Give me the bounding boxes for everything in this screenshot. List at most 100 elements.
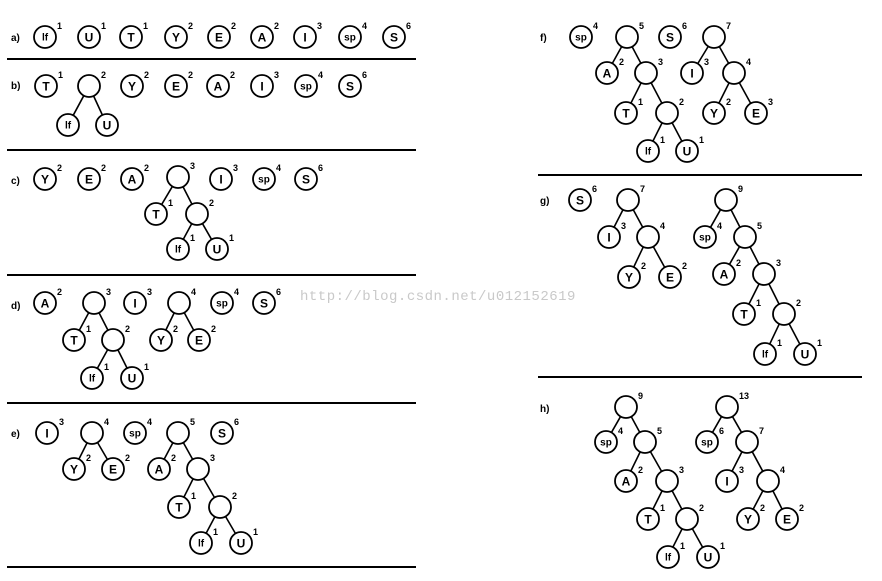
internal-node [675,507,699,531]
node-weight: 2 [57,163,62,173]
tree-edge [183,478,194,498]
node-weight: 5 [657,426,662,436]
node-weight: 5 [757,221,762,231]
tree-edge [649,451,663,472]
leaf-node [695,430,719,454]
node-symbol: A [155,462,164,476]
node-weight: 1 [777,338,782,348]
node-weight: 1 [817,338,822,348]
node-symbol: lf [645,147,652,158]
node-weight: 2 [144,163,149,173]
node-weight: 6 [276,287,281,297]
node-weight: 4 [147,417,152,427]
node-weight: 2 [736,258,741,268]
leaf-node [209,167,233,191]
node-symbol: I [303,30,306,44]
node-weight: 1 [720,541,725,551]
leaf-node [614,101,638,125]
internal-node [634,61,658,85]
node-weight: 1 [680,541,685,551]
node-weight: 2 [619,57,624,67]
leaf-node [569,25,593,49]
node-symbol: sp [575,33,587,44]
node-symbol: Y [744,512,752,526]
node-weight: 1 [58,70,63,80]
node-symbol: E [172,79,180,93]
node-weight: 3 [274,70,279,80]
node-symbol: lf [89,374,96,385]
leaf-node [702,101,726,125]
leaf-node [77,25,101,49]
internal-node [166,165,190,189]
leaf-node [206,74,230,98]
leaf-node [80,366,104,390]
leaf-node [656,545,680,569]
tree-edge [752,490,764,510]
internal-node [633,430,657,454]
tree-edge [201,223,213,240]
node-symbol: T [175,500,183,514]
tree-edge [731,451,743,472]
node-weight: 2 [726,97,731,107]
node-weight: 3 [190,161,195,171]
node-symbol: I [607,230,610,244]
leaf-node [658,265,682,289]
node-weight: 7 [640,184,645,194]
leaf-node [680,61,704,85]
internal-node [752,262,776,286]
tree-edge [224,516,237,534]
node-weight: 3 [59,417,64,427]
leaf-node [732,302,756,326]
node-symbol: A [603,66,612,80]
tree-edge [98,312,109,331]
leaf-node [617,265,641,289]
tree-edge [96,442,109,460]
node-weight: 2 [231,21,236,31]
node-symbol: T [70,333,78,347]
node-weight: 1 [190,233,195,243]
node-symbol: U [85,30,94,44]
tree-edge [160,186,174,205]
leaf-node [120,74,144,98]
tree-edge [749,246,760,265]
node-symbol: E [85,172,93,186]
tree-edge [182,223,193,240]
node-symbol: U [801,347,810,361]
node-weight: 2 [209,198,214,208]
node-weight: 3 [679,465,684,475]
panel-label: b) [11,81,20,92]
tree-edge [630,451,641,472]
node-symbol: T [42,79,50,93]
tree-edge [748,283,760,305]
node-weight: 9 [638,391,643,401]
node-weight: 3 [739,465,744,475]
leaf-node [594,430,618,454]
panel-label: a) [11,33,20,44]
node-symbol: sp [344,33,356,44]
panel-label: d) [11,301,20,312]
node-weight: 1 [660,135,665,145]
tree-edge [718,82,730,104]
leaf-node [636,139,660,163]
internal-node [636,225,660,249]
node-weight: 1 [660,503,665,513]
leaf-node [189,531,213,555]
panel-label: e) [11,429,20,440]
node-weight: 3 [147,287,152,297]
node-symbol: A [258,30,267,44]
tree-edge [772,490,783,510]
node-weight: 4 [618,426,623,436]
node-weight: 5 [190,417,195,427]
watermark: http://blog.csdn.net/u012152619 [300,289,576,305]
leaf-node [95,113,119,137]
tree-edge [728,246,741,265]
panel-label: f) [540,33,547,44]
node-symbol: S [260,296,268,310]
leaf-node [382,25,406,49]
node-symbol: I [690,66,693,80]
internal-node [655,101,679,125]
